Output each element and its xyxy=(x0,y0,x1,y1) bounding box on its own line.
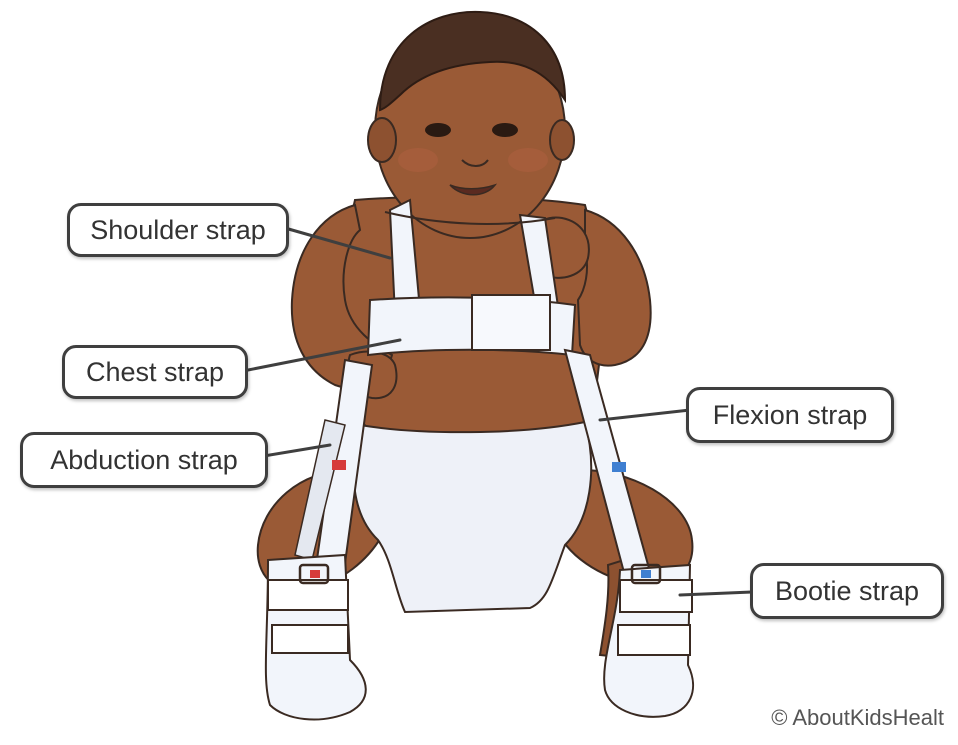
left-bootie-band-upper xyxy=(268,580,348,610)
right-cheek xyxy=(508,148,548,172)
label-abduction-strap: Abduction strap xyxy=(20,432,268,488)
right-arm xyxy=(578,210,651,366)
right-bootie-band-lower xyxy=(618,625,690,655)
right-ear xyxy=(550,120,574,160)
right-bootie-blue-marker xyxy=(641,570,651,578)
label-shoulder-strap: Shoulder strap xyxy=(67,203,289,257)
left-red-marker xyxy=(332,460,346,470)
leader-flexion-strap xyxy=(600,410,690,420)
right-blue-marker xyxy=(612,462,626,472)
left-cheek xyxy=(398,148,438,172)
chest-velcro-pad xyxy=(472,295,550,350)
right-eye xyxy=(492,123,518,137)
diaper xyxy=(354,422,592,612)
label-flexion-strap: Flexion strap xyxy=(686,387,894,443)
label-bootie-strap: Bootie strap xyxy=(750,563,944,619)
left-eye xyxy=(425,123,451,137)
left-ear xyxy=(368,118,396,162)
left-bootie-band-lower xyxy=(272,625,348,653)
label-chest-strap: Chest strap xyxy=(62,345,248,399)
copyright-credit: © AboutKidsHealt xyxy=(771,705,944,731)
left-bootie-red-marker xyxy=(310,570,320,578)
